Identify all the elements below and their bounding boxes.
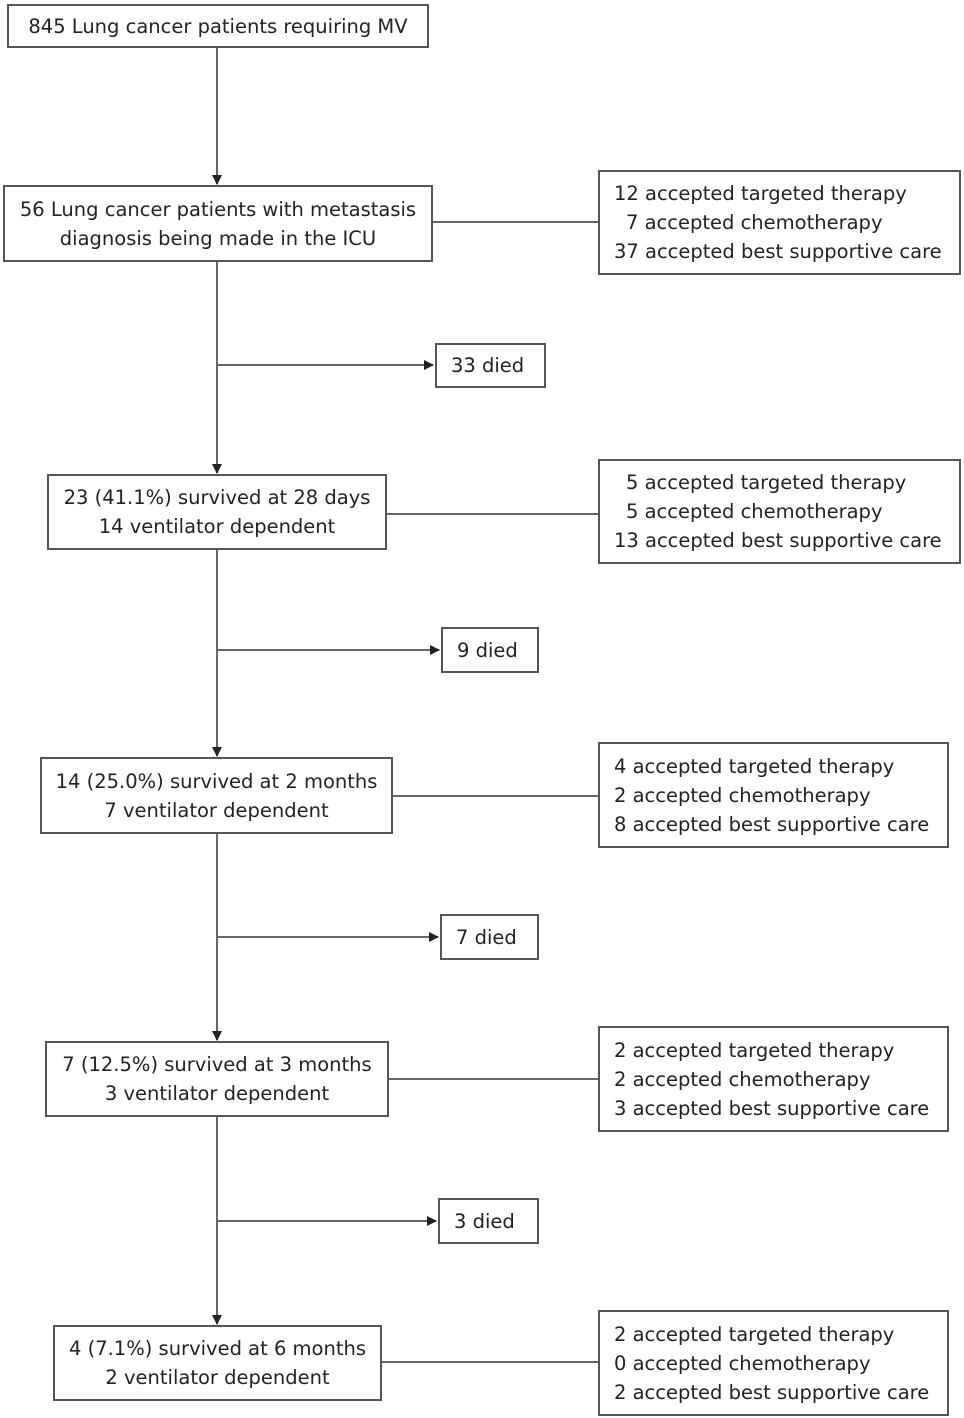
treatment-line: 7 accepted chemotherapy [626,211,883,234]
metastasis-box: 56 Lung cancer patients with metastasis … [3,185,433,262]
treatment-line: 2 accepted targeted therapy [614,1322,895,1346]
died-label: 33 died [451,354,525,377]
box-line: 56 Lung cancer patients with metastasis [19,197,417,221]
box-line: 7 (12.5%) survived at 3 months [62,1053,372,1076]
treatment-line: 5 accepted chemotherapy [626,500,883,523]
died-label: 7 died [456,925,517,949]
survived-6-months-box: 4 (7.1%) survived at 6 months 2 ventilat… [53,1325,382,1401]
treatment-line: 4 accepted targeted therapy [614,754,895,778]
died-box-3: 7 died [440,914,539,960]
survived-3-months-box: 7 (12.5%) survived at 3 months 3 ventila… [45,1041,389,1117]
treatment-line: 2 accepted chemotherapy [614,1067,871,1091]
box-line: 845 Lung cancer patients requiring MV [28,14,408,38]
survived-28-days-box: 23 (41.1%) survived at 28 days 14 ventil… [47,474,387,550]
treatment-line: 3 accepted best supportive care [614,1096,930,1120]
treatment-box-1: 12 accepted targeted therapy 7 accepted … [598,170,961,275]
died-label: 9 died [457,638,518,662]
treatment-line: 2 accepted targeted therapy [614,1038,895,1062]
died-box-2: 9 died [441,627,539,673]
treatment-line: 37 accepted best supportive care [614,240,942,263]
box-line: 4 (7.1%) survived at 6 months [68,1337,366,1360]
died-label: 3 died [454,1209,515,1233]
treatment-line: 12 accepted targeted therapy [614,182,907,205]
treatment-box-4: 2 accepted targeted therapy 2 accepted c… [598,1026,949,1132]
survived-2-months-box: 14 (25.0%) survived at 2 months 7 ventil… [40,757,393,834]
box-line: diagnosis being made in the ICU [59,226,377,250]
treatment-line: 8 accepted best supportive care [614,812,930,836]
treatment-box-2: 5 accepted targeted therapy 5 accepted c… [598,459,961,564]
box-line: 3 ventilator dependent [104,1082,330,1105]
treatment-line: 13 accepted best supportive care [614,529,942,552]
treatment-line: 2 accepted chemotherapy [614,783,871,807]
died-box-1: 33 died [435,343,546,388]
enrolled-box: 845 Lung cancer patients requiring MV [7,4,429,48]
box-line: 2 ventilator dependent [105,1366,330,1389]
died-box-4: 3 died [438,1198,539,1244]
treatment-line: 5 accepted targeted therapy [626,471,907,494]
box-line: 23 (41.1%) survived at 28 days [63,486,371,509]
treatment-box-3: 4 accepted targeted therapy 2 accepted c… [598,742,949,848]
treatment-line: 2 accepted best supportive care [614,1380,930,1404]
box-line: 14 (25.0%) survived at 2 months [55,769,378,793]
box-line: 7 ventilator dependent [104,798,329,822]
treatment-line: 0 accepted chemotherapy [614,1351,871,1375]
treatment-box-5: 2 accepted targeted therapy 0 accepted c… [598,1310,949,1416]
box-line: 14 ventilator dependent [98,515,336,538]
